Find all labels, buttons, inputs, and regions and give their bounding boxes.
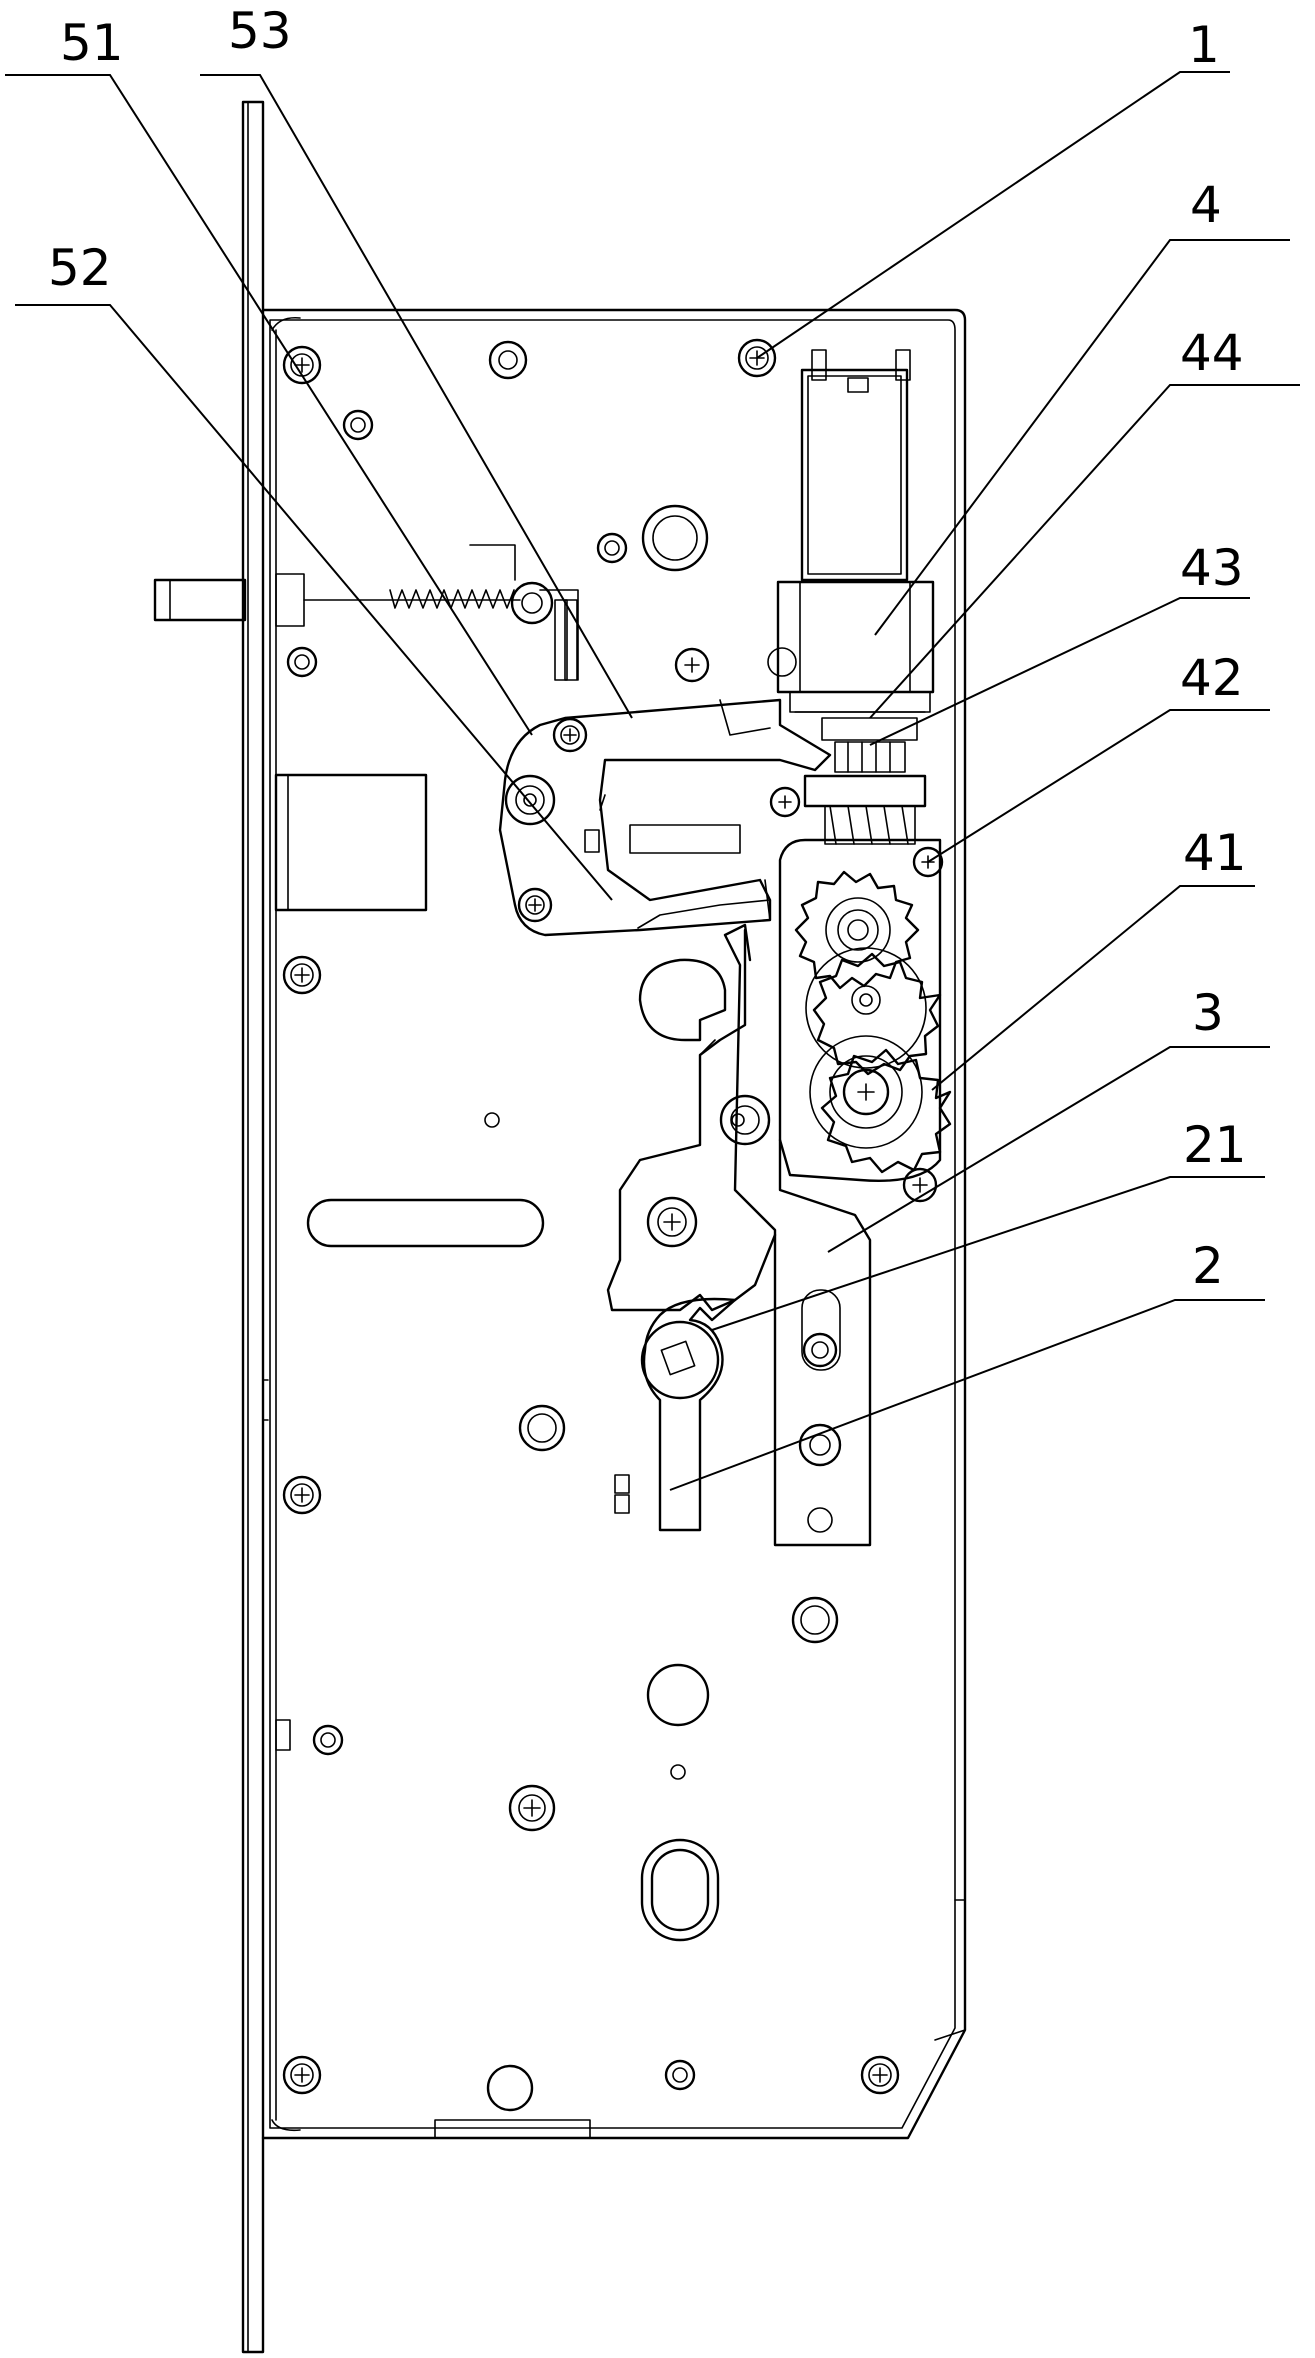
rivet-icon <box>312 1724 344 1756</box>
cylinder-hole <box>646 1663 710 1727</box>
rivet-icon <box>719 1094 771 1146</box>
long-slot <box>306 1198 545 1248</box>
screw-icon <box>674 647 710 683</box>
face-plate <box>241 100 265 2354</box>
callout-43: 43 <box>1180 539 1244 597</box>
screw-icon <box>282 2055 322 2095</box>
worm-shaft <box>803 717 927 845</box>
screw-icon <box>860 2055 900 2095</box>
screws <box>282 338 944 2095</box>
rivet-icon <box>510 581 554 625</box>
callouts: 1 4 44 43 42 41 3 21 2 51 53 52 <box>48 2 1247 1295</box>
screw-icon <box>902 1167 938 1203</box>
rivet-icon <box>488 340 528 380</box>
spindle-hole <box>641 504 709 572</box>
pin-hole <box>484 1112 500 1128</box>
intermediate-gear <box>805 947 942 1076</box>
rivet-icon <box>596 532 628 564</box>
callout-3: 3 <box>1192 984 1224 1042</box>
screw-icon <box>552 717 588 753</box>
callout-1: 1 <box>1188 16 1220 74</box>
motor <box>767 349 935 713</box>
callout-4: 4 <box>1190 176 1222 234</box>
screw-icon <box>646 1196 698 1248</box>
callout-21: 21 <box>1183 1116 1247 1174</box>
leader-lines <box>5 71 1300 1491</box>
callout-52: 52 <box>48 239 112 297</box>
callout-2: 2 <box>1192 1237 1224 1295</box>
screw-icon <box>282 1475 322 1515</box>
rivet-icon <box>798 1423 842 1467</box>
gear-train <box>794 870 952 1174</box>
screw-icon <box>769 786 801 818</box>
screw-icon <box>508 1784 556 1832</box>
large-gear <box>809 1035 952 1174</box>
pin-hole <box>670 1764 686 1780</box>
screw-icon <box>282 345 322 385</box>
rivets <box>286 340 842 2091</box>
gear-bracket <box>723 838 942 1547</box>
callout-44: 44 <box>1180 324 1244 382</box>
oval-cylinder-hole <box>640 1838 720 1942</box>
screw-icon <box>282 955 322 995</box>
callout-41: 41 <box>1183 824 1247 882</box>
lever-linkage <box>498 698 832 937</box>
slide-plate <box>606 928 841 1533</box>
case-holes <box>275 504 727 2112</box>
cam-cutout <box>638 958 727 1042</box>
screw-icon <box>517 887 553 923</box>
small-gear <box>794 870 920 990</box>
rivet-icon <box>664 2059 696 2091</box>
side-notch <box>275 1719 291 1751</box>
bottom-hole <box>486 2064 534 2112</box>
deadbolt-block <box>274 773 428 912</box>
hub-and-tail <box>614 1297 737 1532</box>
rivet-icon <box>791 1596 839 1644</box>
callout-53: 53 <box>228 2 292 60</box>
rivet-icon <box>518 1404 566 1452</box>
callout-42: 42 <box>1180 649 1244 707</box>
rivet-icon <box>286 646 318 678</box>
rivet-icon <box>504 774 556 826</box>
lock-case <box>261 308 967 2140</box>
rivet-icon <box>342 409 374 441</box>
callout-51: 51 <box>60 14 124 72</box>
rivet-icon <box>802 1332 838 1368</box>
